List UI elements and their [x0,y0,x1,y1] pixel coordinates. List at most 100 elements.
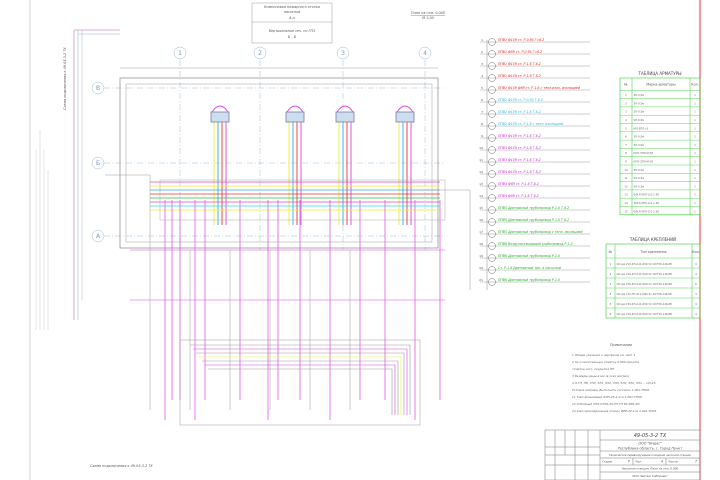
axis-bubble [91,81,105,95]
note-item: 11 Узел фланцевый ФЛП-25-2-1ги 1-001-ТПК… [572,395,642,399]
legend-bubble [488,170,496,178]
table-header: Тип крепления [639,250,666,254]
table-cell: КПЛ-ЗПЛ-М-50 [634,151,654,155]
legend-bubble [488,38,496,46]
table-cell: Опора 159-КП-А11-09Сг2с-ОСТ36-146-88 [617,282,673,286]
legend-number: 5 [481,86,483,90]
table-cell: Ф/КЛ-ЗПЛ-С/1-1-50 [634,209,660,213]
note-item: отметка чист. покрытия ПП [572,367,615,371]
legend-text: ППВ1 Ф159 ст. Р-1.6 Т-6.2 [498,62,541,66]
table-cell: 1 [610,262,612,266]
table-frame [619,77,701,216]
pipe-header-frame [159,179,446,221]
note-item: 24 Узел присоединения опорок ИПВ-22-1ги … [572,409,657,413]
table-cell: 15 [624,209,628,213]
legend-text: ППВ1 Ф89 ст. Р-0.95 Г=6.2 [498,50,542,54]
note-item: 1 Общие указания к чертежам см. лист 1 [572,353,636,357]
table-cell: 5 [625,126,627,130]
table-cell: 1 [694,151,696,155]
sheets-label: Листов [667,460,678,464]
table-cell: ЧН-0.5м [634,118,645,122]
table-cell: ЗП-0.5м [634,101,645,105]
table-cell: 1 [694,184,696,188]
table-cell: ЗЛ-0.5м [634,135,645,139]
legend-number: 20 [479,266,483,270]
legend-number: 12 [479,170,483,174]
table-cell: ЗП-0.5м [634,110,645,114]
legend-text: ППВ6 Воздухоотводящий трубопровод Р-1.0 [498,242,573,246]
legend-text: Ст. Р-1.6 Дренажный тип. в насосной [498,266,561,270]
table-cell: 4 [695,302,697,306]
legend-number: 6 [481,98,483,102]
table-title: ТАБЛИЦА АРМАТУРЫ [637,71,682,76]
legend-bubble [488,266,496,274]
table-cell: Ф/КЛ-ЗПЛ-С/1-1-50 [634,193,660,197]
axis-label: 1 [178,50,182,57]
table-cell: 13 [624,193,628,197]
note-item: Условия нагрева. Выполнить согласно 1-00… [572,388,649,392]
table-cell: 1 [694,110,696,114]
pump-unit [285,111,305,123]
table-cell: 11 [624,176,628,180]
table-cell: ЧЛ-0.5м [634,176,645,180]
side-note: Схема подключения к 49-05-3-2 ТХ [63,47,67,110]
table-cell: 4 [695,292,697,296]
legend-bubble [488,50,496,58]
table-cell: 3 [625,110,627,114]
legend-number: 9 [481,134,483,138]
legend-bubble [488,110,496,118]
table-cell: 3 [610,282,612,286]
table-cell: 7 [625,143,627,147]
legend-text: ППВ4 Ф159 ст. Р-1.6 Т-6.2 [498,170,541,174]
note-item: 4 П-ТЛ, ПВ, ЗЛ3, ЗЛ1, ЗЛ2, ЗЛ3, ЗЛ2, ЗЛ2… [572,381,656,385]
drawing-code: 49-05-3-2 ТХ [634,433,667,439]
pipe-horizontal [130,249,445,301]
legend-number: 14 [479,194,483,198]
table-header: № [624,83,628,87]
axis-bubble [91,156,105,170]
legend-number: 15 [479,206,483,210]
table-title: ТАБЛИЦА КРЕПЛЕНИЙ [629,237,676,242]
table-cell: 6 [695,282,697,286]
axis-label: 2 [258,50,262,57]
pipe-bend [211,105,229,113]
box-sub: насосной [284,10,301,14]
legend-number: 2 [481,50,483,54]
table-cell: 4 [610,292,612,296]
legend-bubble [488,134,496,142]
sheet: 4 [661,460,663,464]
project-name: Техническое перевооружение пожарной насо… [609,453,691,457]
table-cell: 12 [624,184,628,188]
pipe-bottom [208,368,393,415]
pipe-bottom [190,344,411,415]
legend-number: 4 [481,74,483,78]
table-cell: ЗП-0.5м [634,93,645,97]
axis-bubble [253,46,267,60]
note-item: 2 За относительную отметку 0.000 принята [572,360,639,364]
table-cell: 5 [610,302,612,306]
legend-text: ППВ6 Дренажный трубопровод Р-1.0 [498,278,560,282]
sheets: 7 [695,460,698,464]
riser-left [73,29,120,320]
location: Республика область, г. Город Пункт [618,447,684,451]
table-header: Кол. [691,83,699,87]
legend-bubble [488,62,496,70]
pipe-horizontal [420,189,471,290]
table-cell: Ф/КЛ-ЗПЛ-С/1-1-50 [634,201,660,205]
stage-label: Стадия [602,460,612,464]
legend-bubble [488,74,496,82]
table-cell: Опора 219-КП-А11-09Сг2с-ОСТ36-146-88 [617,272,673,276]
axis-bubble [418,46,432,60]
table-cell: 1 [694,209,696,213]
header-box: Компоновка пожарного отсека насосной А-л… [251,2,333,44]
table-cell: 2 [610,272,612,276]
table-cell: 4 [625,118,627,122]
title-block [544,429,701,480]
building-outline [119,67,439,249]
table-cell: 14 [624,201,628,205]
legend-bubble [488,242,496,250]
legend-text: ППВ4 Ф89 ст. Р-1.6 Т-6.2 [498,182,539,186]
pump-unit [210,111,230,123]
notes-title: Примечания [610,343,632,347]
